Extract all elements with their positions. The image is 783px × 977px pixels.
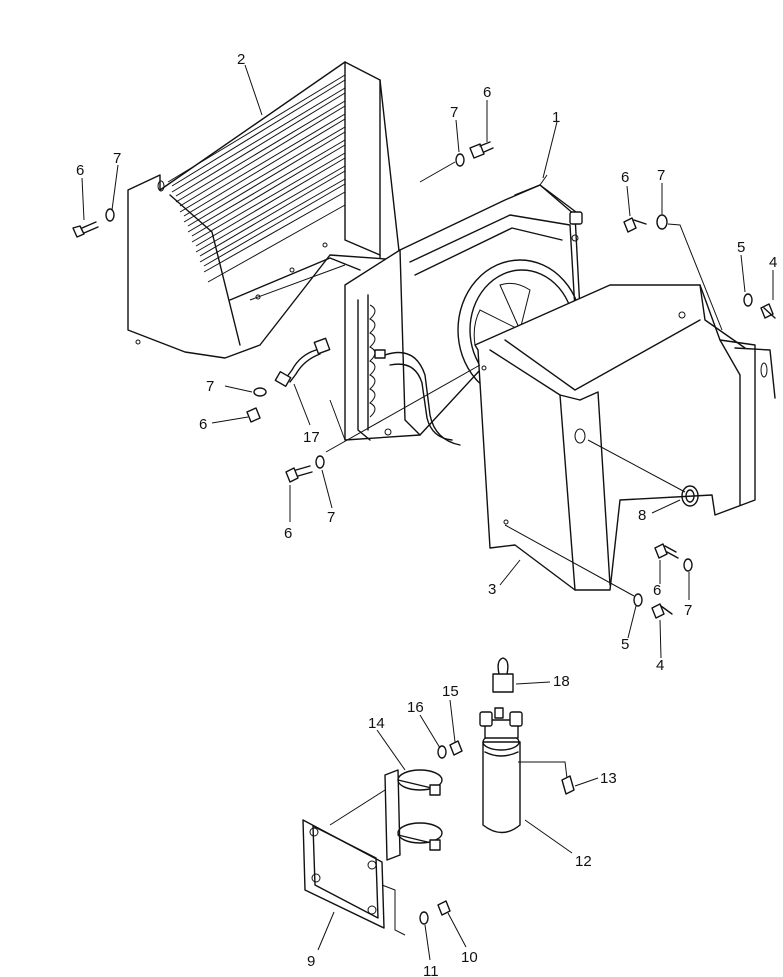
- callout-17: 17: [303, 429, 320, 446]
- callout-14: 14: [368, 715, 385, 732]
- callout-16: 16: [407, 699, 424, 716]
- leader-lines: [81, 64, 774, 961]
- part-12-receiver-drier: [479, 707, 523, 834]
- callout-5: 5: [737, 239, 745, 256]
- callout-7: 7: [113, 150, 121, 167]
- callout-6: 6: [284, 525, 292, 542]
- callout-13: 13: [600, 770, 617, 787]
- callout-6: 6: [483, 84, 491, 101]
- callout-10: 10: [461, 949, 478, 966]
- part-9-bracket: [302, 819, 385, 929]
- callout-7: 7: [450, 104, 458, 121]
- callout-6: 6: [621, 169, 629, 186]
- part-18-cap: [492, 657, 514, 693]
- callout-11: 11: [423, 963, 439, 977]
- callout-4: 4: [769, 254, 777, 271]
- callout-6: 6: [199, 416, 207, 433]
- callout-2: 2: [237, 51, 245, 68]
- callout-5: 5: [621, 636, 629, 653]
- part-17-harness: [274, 337, 331, 388]
- callout-7: 7: [684, 602, 692, 619]
- callout-labels: 2 6 7 7 6 1 6 7 5 4 7 6 17 6 7 8 3 6 7 5…: [76, 51, 777, 977]
- callout-15: 15: [442, 683, 459, 700]
- callout-12: 12: [575, 853, 592, 870]
- callout-6: 6: [653, 582, 661, 599]
- bolts: [72, 141, 776, 916]
- part-2-fan-guard: [127, 61, 401, 359]
- callout-1: 1: [552, 109, 560, 126]
- callout-7: 7: [206, 378, 214, 395]
- callout-18: 18: [553, 673, 570, 690]
- callout-7: 7: [657, 167, 665, 184]
- callout-6: 6: [76, 162, 84, 179]
- part-14-clamp: [384, 769, 443, 861]
- callout-9: 9: [307, 953, 315, 970]
- part-3-side-cover: [474, 284, 776, 591]
- callout-4: 4: [656, 657, 664, 674]
- callout-3: 3: [488, 581, 496, 598]
- washers: [105, 153, 753, 925]
- callout-7: 7: [327, 509, 335, 526]
- callout-8: 8: [638, 507, 646, 524]
